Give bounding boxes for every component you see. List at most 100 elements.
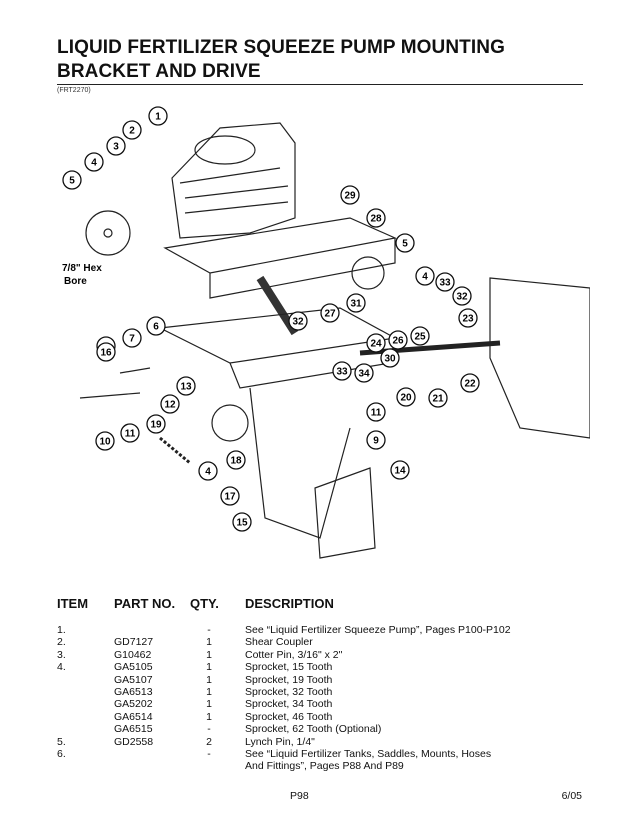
callout-bubble xyxy=(122,328,142,348)
figure-reference: (FRT2270) xyxy=(57,87,91,94)
callout-bubble xyxy=(220,486,240,506)
part-number: GA6513 xyxy=(114,685,153,698)
callout-number: 26 xyxy=(392,336,404,347)
callout-bubble xyxy=(366,402,386,422)
title-line-2: BRACKET AND DRIVE xyxy=(57,61,261,82)
callout-number: 34 xyxy=(358,369,370,380)
page-number: P98 xyxy=(290,790,309,802)
callout-bubble xyxy=(120,423,140,443)
callout-number: 27 xyxy=(324,309,336,320)
revision-date: 6/05 xyxy=(561,790,582,802)
callout-bubble xyxy=(226,450,246,470)
callout-number: 4 xyxy=(91,158,97,169)
callout-bubble xyxy=(340,185,360,205)
callout-number: 33 xyxy=(439,278,451,289)
bore-note-line2: Bore xyxy=(64,276,87,287)
description: And Fittings”, Pages P88 And P89 xyxy=(245,760,404,773)
bore-note: 7/8" Hex xyxy=(62,263,102,274)
callout-bubble xyxy=(452,286,472,306)
callout-bubble xyxy=(62,170,82,190)
mounting-bracket xyxy=(157,307,397,364)
description: Sprocket, 32 Tooth xyxy=(245,685,333,698)
quantity: 1 xyxy=(206,636,212,649)
callout-bubble xyxy=(390,460,410,480)
callout-number: 2 xyxy=(129,126,135,137)
callout-group: 1234529285433323127232526243267830343321… xyxy=(62,106,480,532)
callout-bubble xyxy=(160,394,180,414)
callout-bubble xyxy=(346,293,366,313)
item-number: 6. xyxy=(57,747,66,760)
callout-number: 16 xyxy=(100,348,112,359)
callout-bubble xyxy=(366,208,386,228)
callout-bubble xyxy=(146,414,166,434)
pump-body xyxy=(171,122,296,239)
callout-number: 33 xyxy=(336,367,348,378)
quantity: - xyxy=(207,723,211,736)
callout-bubble xyxy=(232,512,252,532)
callout-number: 25 xyxy=(414,332,426,343)
exploded-parts-diagram: 1234529285433323127232526243267830343321… xyxy=(62,106,590,559)
callout-bubble xyxy=(84,152,104,172)
item-number: 3. xyxy=(57,648,66,661)
callout-bubble xyxy=(176,376,196,396)
callout-number: 32 xyxy=(456,292,468,303)
callout-bubble xyxy=(288,311,308,331)
callout-number: 14 xyxy=(394,466,406,477)
callout-number: 18 xyxy=(230,456,242,467)
callout-number: 32 xyxy=(292,317,304,328)
table-row: GA6513 1 Sprocket, 32 Tooth xyxy=(57,686,587,698)
callout-bubble xyxy=(460,373,480,393)
quantity: 1 xyxy=(206,661,212,674)
callout-number: 19 xyxy=(150,420,162,431)
description: Shear Coupler xyxy=(245,636,313,649)
callout-bubble xyxy=(332,361,352,381)
callout-number: 10 xyxy=(99,437,111,448)
quantity: 1 xyxy=(206,685,212,698)
part-number: GA5107 xyxy=(114,673,153,686)
callout-number: 4 xyxy=(205,467,211,478)
frame-rail xyxy=(489,277,590,439)
part-number: GA6515 xyxy=(114,723,153,736)
callout-number: 6 xyxy=(153,322,159,333)
callout-number: 1 xyxy=(155,112,161,123)
callout-bubble xyxy=(410,326,430,346)
callout-number: 23 xyxy=(462,314,474,325)
description: Sprocket, 15 Tooth xyxy=(245,661,333,674)
callout-bubble xyxy=(146,316,166,336)
callout-number: 4 xyxy=(422,272,428,283)
chute xyxy=(314,467,376,559)
table-row: And Fittings”, Pages P88 And P89 xyxy=(57,760,587,772)
quantity: - xyxy=(207,747,211,760)
callout-bubble xyxy=(106,136,126,156)
callout-number: 7 xyxy=(129,334,135,345)
callout-number: 13 xyxy=(180,382,192,393)
quantity: 1 xyxy=(206,710,212,723)
callout-bubble xyxy=(435,272,455,292)
callout-bubble xyxy=(458,308,478,328)
callout-number: 28 xyxy=(370,214,382,225)
item-number: 5. xyxy=(57,735,66,748)
sprocket-left xyxy=(85,210,131,256)
callout-bubble xyxy=(354,363,374,383)
page-title: LIQUID FERTILIZER SQUEEZE PUMP MOUNTING … xyxy=(57,36,597,84)
callout-number: 24 xyxy=(370,339,382,350)
callout-bubble xyxy=(96,342,116,362)
part-number: GA5105 xyxy=(114,661,153,674)
callout-bubble xyxy=(380,348,400,368)
quantity: 1 xyxy=(206,698,212,711)
description: Sprocket, 19 Tooth xyxy=(245,673,333,686)
quantity: 2 xyxy=(206,735,212,748)
callout-bubble xyxy=(428,388,448,408)
callout-bubble xyxy=(366,430,386,450)
part-number: GD7127 xyxy=(114,636,154,649)
callout-number: 31 xyxy=(350,299,362,310)
callout-bubble xyxy=(395,233,415,253)
callout-number: 29 xyxy=(344,191,356,202)
callout-number: 17 xyxy=(224,492,236,503)
